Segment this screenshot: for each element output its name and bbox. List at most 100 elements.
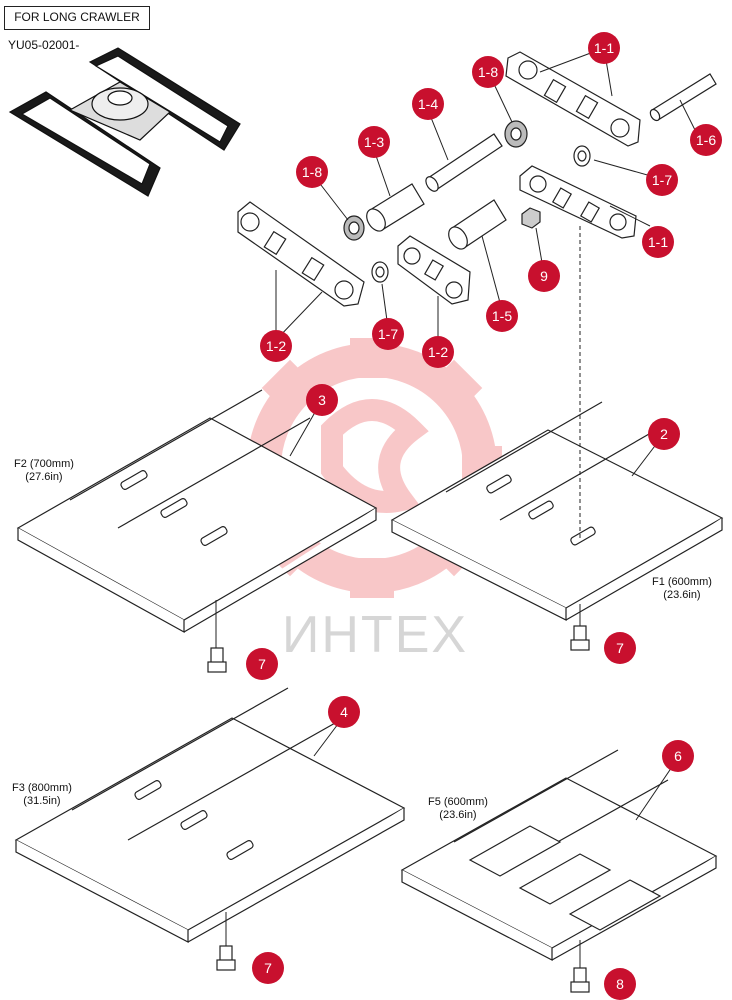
callout-label: 7 <box>616 640 624 656</box>
track-link-1-2-middle <box>397 235 471 305</box>
callout-label: 1-1 <box>648 234 668 250</box>
callout-label: 1-2 <box>428 344 448 360</box>
callout-9: 9 <box>528 260 560 292</box>
header-title: FOR LONG CRAWLER <box>4 6 150 30</box>
callout-circle <box>662 740 694 772</box>
bolt-8-f5 <box>570 967 590 993</box>
crawler-thumbnail <box>8 47 241 197</box>
callout-label: 1-5 <box>492 308 512 324</box>
track-link-1-1-upper <box>505 51 641 147</box>
callout-label: 1-2 <box>266 338 286 354</box>
label-f3-size: F3 (800mm) <box>12 782 72 794</box>
bolt-7-f1 <box>570 625 590 651</box>
label-f2-inch: (27.6in) <box>25 471 63 483</box>
callout-7: 7 <box>246 648 278 680</box>
callout-1-6: 1-6 <box>690 124 722 156</box>
label-f1-size: F1 (600mm) <box>652 576 712 588</box>
callout-1-8: 1-8 <box>296 156 328 188</box>
label-f1-inch: (23.6in) <box>663 589 701 601</box>
callout-7: 7 <box>252 952 284 984</box>
track-shoe-f5 <box>400 749 718 961</box>
callout-circle <box>422 336 454 368</box>
callout-circle <box>646 164 678 196</box>
callout-label: 7 <box>258 656 266 672</box>
callout-1-2: 1-2 <box>260 330 292 362</box>
callout-circle <box>252 952 284 984</box>
track-shoe-f1 <box>390 401 724 621</box>
callout-circle <box>306 384 338 416</box>
callout-1-3: 1-3 <box>358 126 390 158</box>
track-link-1-1-lower <box>519 165 637 239</box>
callout-label: 4 <box>340 704 348 720</box>
callout-6: 6 <box>662 740 694 772</box>
callout-circle <box>296 156 328 188</box>
callout-circle <box>328 696 360 728</box>
callout-circle <box>690 124 722 156</box>
label-f1: F1 (600mm) (23.6in) <box>652 576 712 602</box>
callout-group: 1-1 1-8 1-4 1-3 1-8 1-6 1-7 1-1 9 1-2 1-7 1-2 1-5 3 2 7… <box>246 32 722 1000</box>
callout-1-5: 1-5 <box>486 300 518 332</box>
bushing-1-5 <box>448 199 507 250</box>
callout-circle <box>372 318 404 350</box>
track-shoe-f2 <box>16 389 378 634</box>
callout-1-1: 1-1 <box>642 226 674 258</box>
bushing-1-3 <box>366 183 425 232</box>
seal-1-8-left <box>343 215 365 241</box>
nut-9 <box>521 207 541 229</box>
callout-label: 1-7 <box>652 172 672 188</box>
pin-1-4 <box>425 133 503 192</box>
seal-1-8-right <box>504 120 528 148</box>
callout-circle <box>472 56 504 88</box>
callout-label: 1-8 <box>478 64 498 80</box>
callout-3: 3 <box>306 384 338 416</box>
callout-label: 8 <box>616 976 624 992</box>
callout-7: 7 <box>604 632 636 664</box>
callout-circle <box>246 648 278 680</box>
callout-label: 2 <box>660 426 668 442</box>
watermark-text: ИНТЕХ <box>282 606 469 664</box>
bolt-7-f2 <box>207 647 227 673</box>
callout-label: 1-8 <box>302 164 322 180</box>
callout-label: 1-6 <box>696 132 716 148</box>
callout-circle <box>486 300 518 332</box>
callout-1-7: 1-7 <box>372 318 404 350</box>
callout-circle <box>260 330 292 362</box>
callout-label: 9 <box>540 268 548 284</box>
callout-8: 8 <box>604 968 636 1000</box>
callout-1-8: 1-8 <box>472 56 504 88</box>
track-link-1-2-left <box>237 201 365 307</box>
label-f2: F2 (700mm) (27.6in) <box>14 458 74 484</box>
callout-label: 1-7 <box>378 326 398 342</box>
callout-circle <box>604 968 636 1000</box>
callout-1-4: 1-4 <box>412 88 444 120</box>
label-f3: F3 (800mm) (31.5in) <box>12 782 72 808</box>
bolt-7-f3 <box>216 945 236 971</box>
callout-circle <box>604 632 636 664</box>
label-f5-inch: (23.6in) <box>439 809 477 821</box>
callout-4: 4 <box>328 696 360 728</box>
ring-1-7-left <box>371 261 389 283</box>
callout-circle <box>412 88 444 120</box>
callout-circle <box>648 418 680 450</box>
callout-label: 6 <box>674 748 682 764</box>
callout-circle <box>528 260 560 292</box>
track-shoe-f3 <box>14 687 406 943</box>
pin-1-6 <box>649 73 717 122</box>
callout-label: 1-3 <box>364 134 384 150</box>
callout-label: 1-4 <box>418 96 438 112</box>
callout-circle <box>588 32 620 64</box>
callout-1-7: 1-7 <box>646 164 678 196</box>
callout-1-1: 1-1 <box>588 32 620 64</box>
callout-label: 3 <box>318 392 326 408</box>
callout-circle <box>642 226 674 258</box>
ring-1-7-right <box>573 145 591 167</box>
callout-circle <box>358 126 390 158</box>
label-f5-size: F5 (600mm) <box>428 796 488 808</box>
callout-2: 2 <box>648 418 680 450</box>
callout-label: 1-1 <box>594 40 614 56</box>
label-f3-inch: (31.5in) <box>23 795 61 807</box>
label-f2-size: F2 (700mm) <box>14 458 74 470</box>
callout-1-2: 1-2 <box>422 336 454 368</box>
callout-label: 7 <box>264 960 272 976</box>
